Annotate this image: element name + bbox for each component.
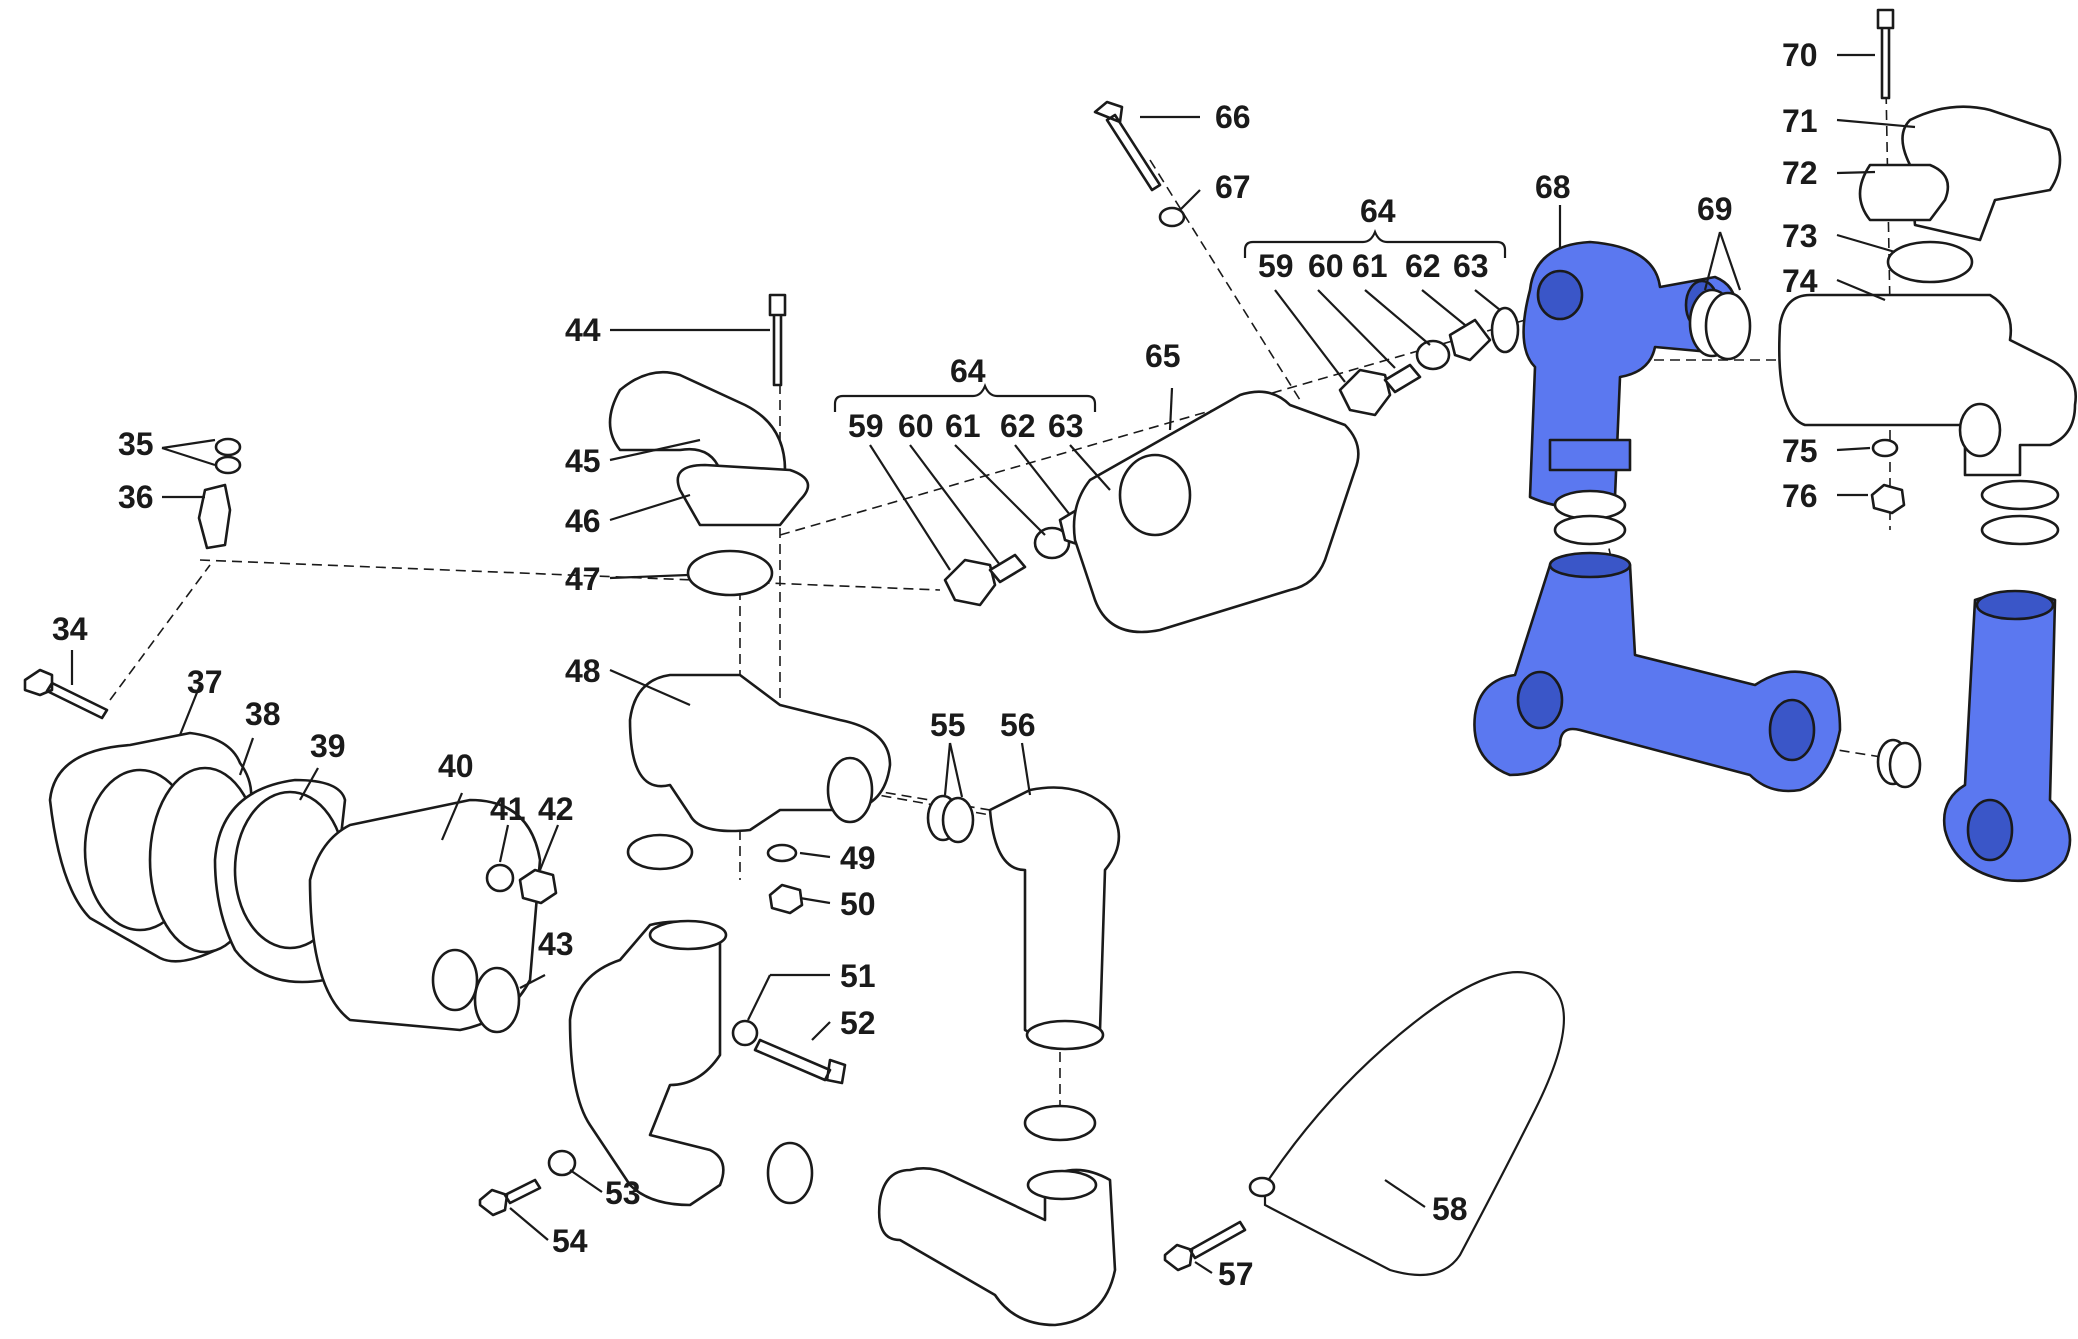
callout-61-left: 61 [945, 408, 981, 444]
callout-69: 69 [1697, 191, 1733, 227]
line-art-parts [23, 8, 2078, 1327]
callout-36: 36 [118, 479, 154, 515]
callout-56: 56 [1000, 707, 1036, 743]
callout-46: 46 [565, 503, 601, 539]
callout-65: 65 [1145, 338, 1181, 374]
callout-58: 58 [1432, 1191, 1468, 1227]
callout-42: 42 [538, 791, 574, 827]
callout-52: 52 [840, 1005, 876, 1041]
part-58-strap [1263, 971, 1565, 1277]
callout-34: 34 [52, 611, 88, 647]
callout-50: 50 [840, 886, 876, 922]
callout-60-right: 60 [1308, 248, 1344, 284]
callout-37: 37 [187, 664, 223, 700]
callout-59-right: 59 [1258, 248, 1294, 284]
callout-43: 43 [538, 926, 574, 962]
callout-61-right: 61 [1352, 248, 1388, 284]
callout-73: 73 [1782, 218, 1818, 254]
callout-47: 47 [565, 561, 601, 597]
callout-74: 74 [1782, 263, 1818, 299]
callout-41: 41 [490, 791, 526, 827]
callout-44: 44 [565, 312, 601, 348]
callout-labels: 34 35 36 37 38 39 40 41 42 43 44 45 46 4… [52, 37, 1818, 1292]
highlighted-manifold-parts [1473, 240, 2072, 883]
part-68-lower-tee [1473, 556, 1842, 793]
callout-72: 72 [1782, 155, 1818, 191]
callout-75: 75 [1782, 433, 1818, 469]
callout-62-right: 62 [1405, 248, 1441, 284]
callout-39: 39 [310, 728, 346, 764]
callout-63-right: 63 [1453, 248, 1489, 284]
callout-45: 45 [565, 443, 601, 479]
callout-60-left: 60 [898, 408, 934, 444]
callout-67: 67 [1215, 169, 1251, 205]
bracket-64-left [833, 383, 1097, 412]
callout-71: 71 [1782, 103, 1818, 139]
callout-54: 54 [552, 1223, 588, 1259]
callout-64-right: 64 [1360, 193, 1396, 229]
callout-35: 35 [118, 426, 154, 462]
callout-55: 55 [930, 707, 966, 743]
callout-76: 76 [1782, 478, 1818, 514]
callout-70: 70 [1782, 37, 1818, 73]
callout-53: 53 [605, 1175, 641, 1211]
callout-38: 38 [245, 696, 281, 732]
callout-51: 51 [840, 958, 876, 994]
part-68-collar [1548, 438, 1632, 472]
callout-57: 57 [1218, 1256, 1254, 1292]
callout-48: 48 [565, 653, 601, 689]
callout-40: 40 [438, 748, 474, 784]
bracket-64-right [1243, 229, 1507, 258]
callout-49: 49 [840, 840, 876, 876]
callout-63-left: 63 [1048, 408, 1084, 444]
callout-64-left: 64 [950, 353, 986, 389]
callout-62-left: 62 [1000, 408, 1036, 444]
leader-lines [70, 53, 1916, 1274]
callout-66: 66 [1215, 99, 1251, 135]
callout-68: 68 [1535, 169, 1571, 205]
callout-59-left: 59 [848, 408, 884, 444]
